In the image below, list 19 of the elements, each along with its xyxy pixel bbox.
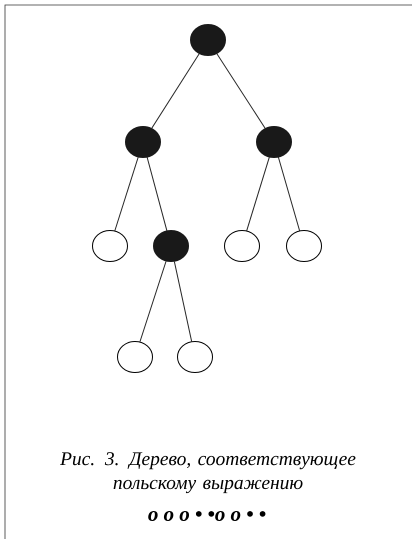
caption: Рис. 3. Дерево, соответствующее польскому выражению: [60, 452, 356, 494]
connector-line: [151, 53, 200, 129]
empty-node: [177, 341, 213, 373]
empty-node: [224, 230, 260, 262]
connector-line: [114, 156, 139, 232]
expression: o o o • •o o • •: [148, 510, 266, 522]
filled-node: [153, 230, 189, 262]
connector-line: [216, 53, 266, 129]
filled-node: [190, 24, 226, 56]
filled-node: [256, 126, 292, 158]
filled-node: [125, 126, 161, 158]
connector-line: [140, 260, 167, 342]
connector-line: [246, 156, 270, 232]
empty-node: [92, 230, 128, 262]
empty-node: [117, 341, 153, 373]
empty-node: [286, 230, 322, 262]
connector-line: [174, 261, 192, 342]
connector-line: [146, 157, 168, 231]
connector-line: [278, 157, 300, 231]
